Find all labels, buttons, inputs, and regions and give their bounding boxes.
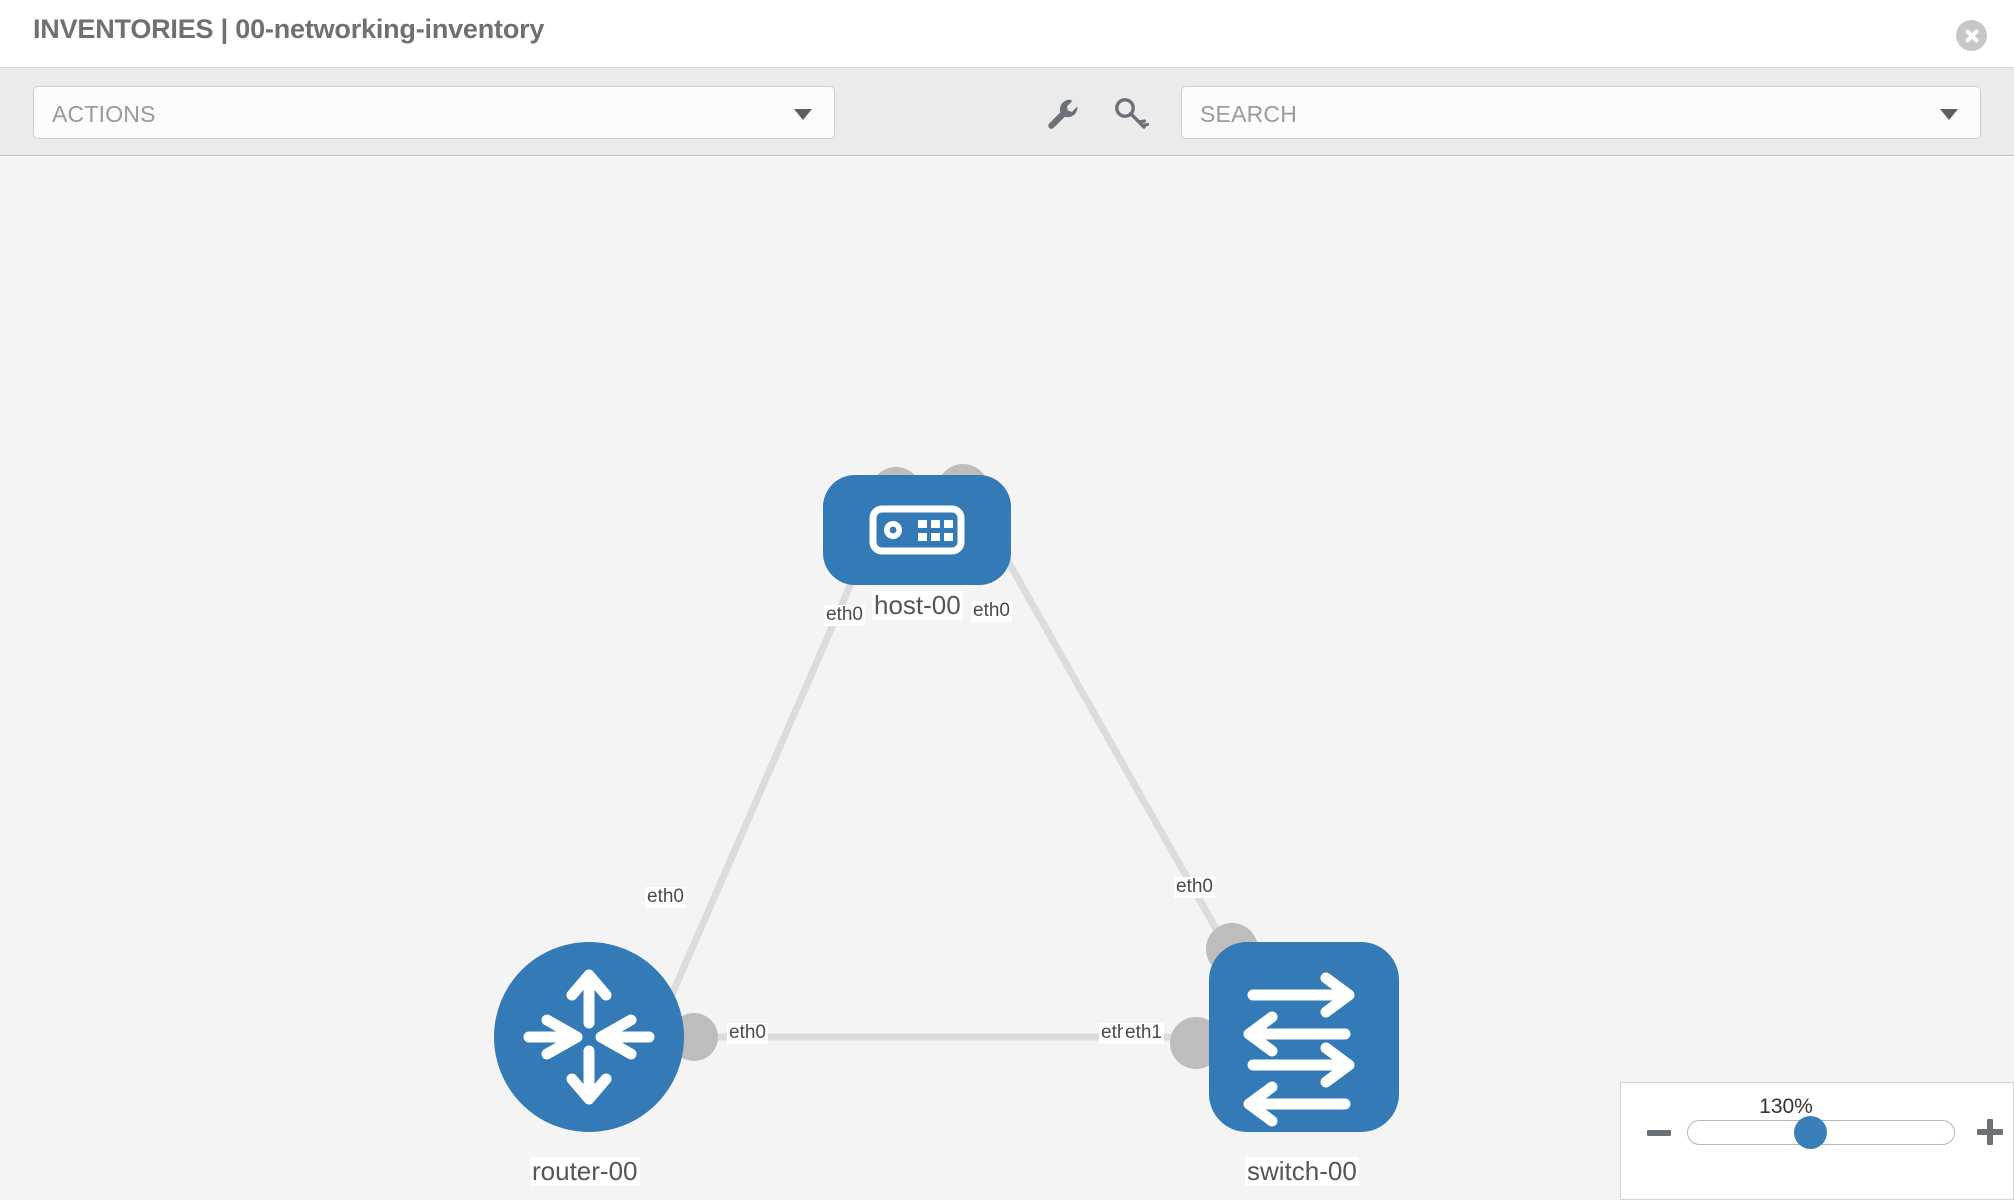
zoom-out-button[interactable]: [1647, 1130, 1671, 1136]
iface-label: eth0: [971, 600, 1012, 622]
node-label-host-00: host-00: [872, 590, 963, 620]
chevron-down-icon: [794, 108, 812, 120]
zoom-control-panel: 130%: [1620, 1082, 2014, 1200]
node-label-switch-00: switch-00: [1245, 1156, 1359, 1186]
topology-canvas[interactable]: eth0 eth0 eth0 eth0 eth0 eth eth1 host-0…: [0, 157, 2014, 1200]
search-input[interactable]: SEARCH: [1181, 86, 1981, 139]
node-label-router-00: router-00: [530, 1156, 640, 1186]
iface-label: eth: [1099, 1022, 1130, 1044]
toolbar: ACTIONS SEARCH: [0, 68, 2014, 156]
search-placeholder: SEARCH: [1200, 101, 1298, 127]
zoom-in-button[interactable]: [1977, 1119, 2003, 1145]
iface-label: eth0: [727, 1022, 768, 1044]
iface-label: eth1: [1123, 1022, 1164, 1044]
wrench-icon[interactable]: [1040, 90, 1084, 134]
zoom-level-value: 130%: [1759, 1095, 1813, 1118]
node-host-00: [823, 475, 1011, 585]
iface-label: eth0: [824, 604, 865, 626]
node-switch-00: [1209, 942, 1399, 1132]
zoom-slider-handle[interactable]: [1794, 1116, 1827, 1149]
iface-label: eth0: [1174, 876, 1215, 898]
key-icon[interactable]: [1108, 90, 1152, 134]
server-icon: [869, 505, 965, 555]
page-title: INVENTORIES | 00-networking-inventory: [33, 14, 545, 44]
actions-dropdown-label: ACTIONS: [52, 101, 156, 127]
actions-dropdown[interactable]: ACTIONS: [33, 86, 835, 139]
switch-icon: [1243, 972, 1355, 1127]
node-router-00: [494, 942, 684, 1132]
page-header: INVENTORIES | 00-networking-inventory: [0, 0, 2014, 68]
chevron-down-icon: [1940, 108, 1958, 120]
close-icon[interactable]: [1956, 20, 1987, 51]
topology-graph: [494, 464, 1399, 1132]
iface-label: eth0: [645, 886, 686, 908]
router-icon: [523, 969, 655, 1105]
